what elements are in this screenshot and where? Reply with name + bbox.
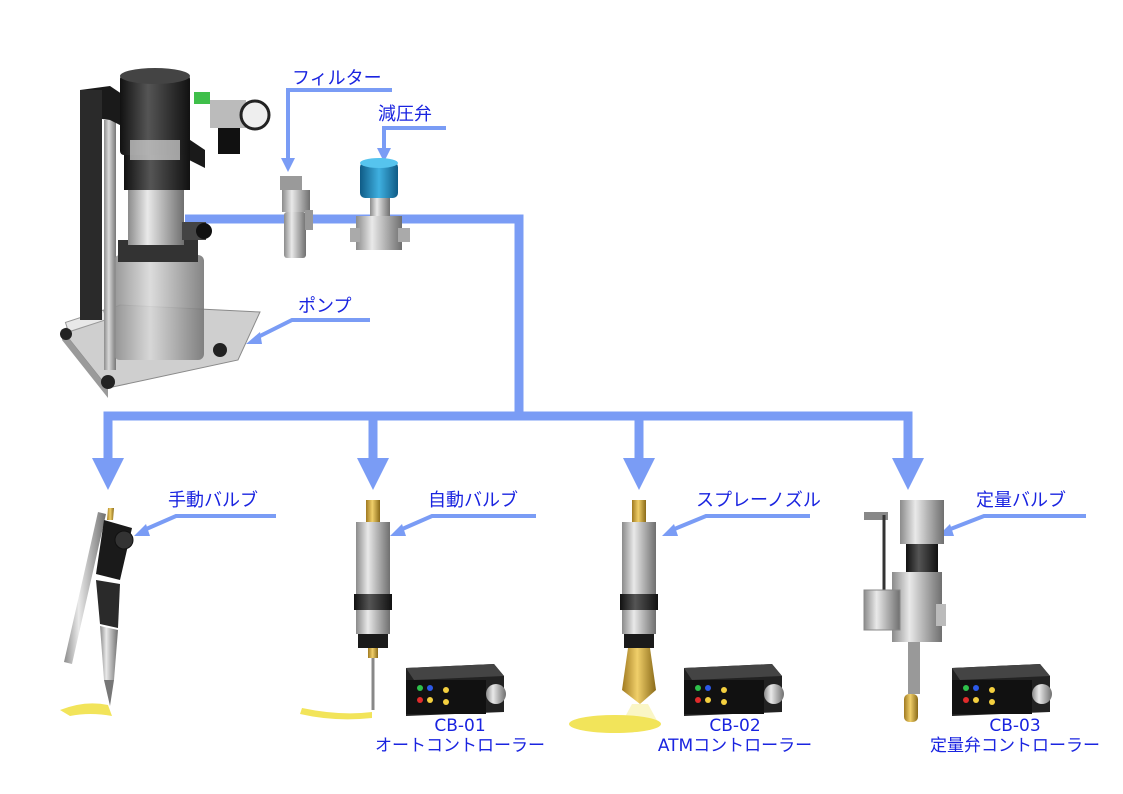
controller-name-cb-01: オートコントローラー xyxy=(375,736,545,757)
label-manual-valve: 手動バルブ xyxy=(168,490,258,511)
leader-auto-head xyxy=(390,524,406,536)
arrowhead-metering xyxy=(892,458,924,490)
label-metering-valve: 定量バルブ xyxy=(976,490,1066,511)
leader-spray xyxy=(671,514,810,532)
leader-filter xyxy=(286,88,392,160)
metering-valve-illustration xyxy=(863,500,946,722)
leader-spray-head xyxy=(662,524,678,536)
controller-label-cb-02: CB-02 ATMコントローラー xyxy=(640,716,830,757)
arrowhead-spray xyxy=(623,458,655,490)
auto-valve-illustration xyxy=(300,500,392,720)
controller-cb-01 xyxy=(406,664,506,716)
controller-name-cb-02: ATMコントローラー xyxy=(657,736,813,757)
regulator-illustration xyxy=(350,158,410,250)
arrowhead-manual xyxy=(92,458,124,490)
controller-label-cb-01: CB-01 オートコントローラー xyxy=(365,716,555,757)
controller-cb-03 xyxy=(952,664,1052,716)
label-regulator: 減圧弁 xyxy=(378,104,432,125)
manual-valve-illustration xyxy=(60,508,134,716)
leader-pump-head xyxy=(246,332,262,344)
label-auto-valve: 自動バルブ xyxy=(428,490,518,511)
arrowhead-auto xyxy=(357,458,389,490)
callout-arrowheads xyxy=(134,148,954,536)
leader-auto xyxy=(399,514,536,532)
leader-manual-head xyxy=(134,524,150,536)
leader-manual xyxy=(143,514,276,532)
controller-label-cb-03: CB-03 定量弁コントローラー xyxy=(915,716,1115,757)
callout-leaders xyxy=(143,88,1086,532)
label-filter: フィルター xyxy=(292,68,382,89)
controller-model-cb-03: CB-03 xyxy=(989,716,1041,736)
leader-regulator-head xyxy=(377,148,391,162)
label-pump: ポンプ xyxy=(298,296,352,317)
controller-name-cb-03: 定量弁コントローラー xyxy=(930,736,1100,757)
filter-illustration xyxy=(280,176,313,258)
leader-pump xyxy=(255,318,370,340)
branch-pipe xyxy=(103,411,913,460)
controller-model-cb-01: CB-01 xyxy=(434,716,486,736)
label-spray-nozzle: スプレーノズル xyxy=(696,490,821,511)
leader-metering xyxy=(947,514,1086,532)
leader-regulator xyxy=(382,126,446,150)
controller-model-cb-02: CB-02 xyxy=(709,716,761,736)
flow-arrowheads xyxy=(92,458,924,490)
pump-illustration xyxy=(60,68,271,398)
spray-nozzle-illustration xyxy=(569,500,661,733)
controller-cb-02 xyxy=(684,664,784,716)
leader-filter-head xyxy=(281,158,295,172)
